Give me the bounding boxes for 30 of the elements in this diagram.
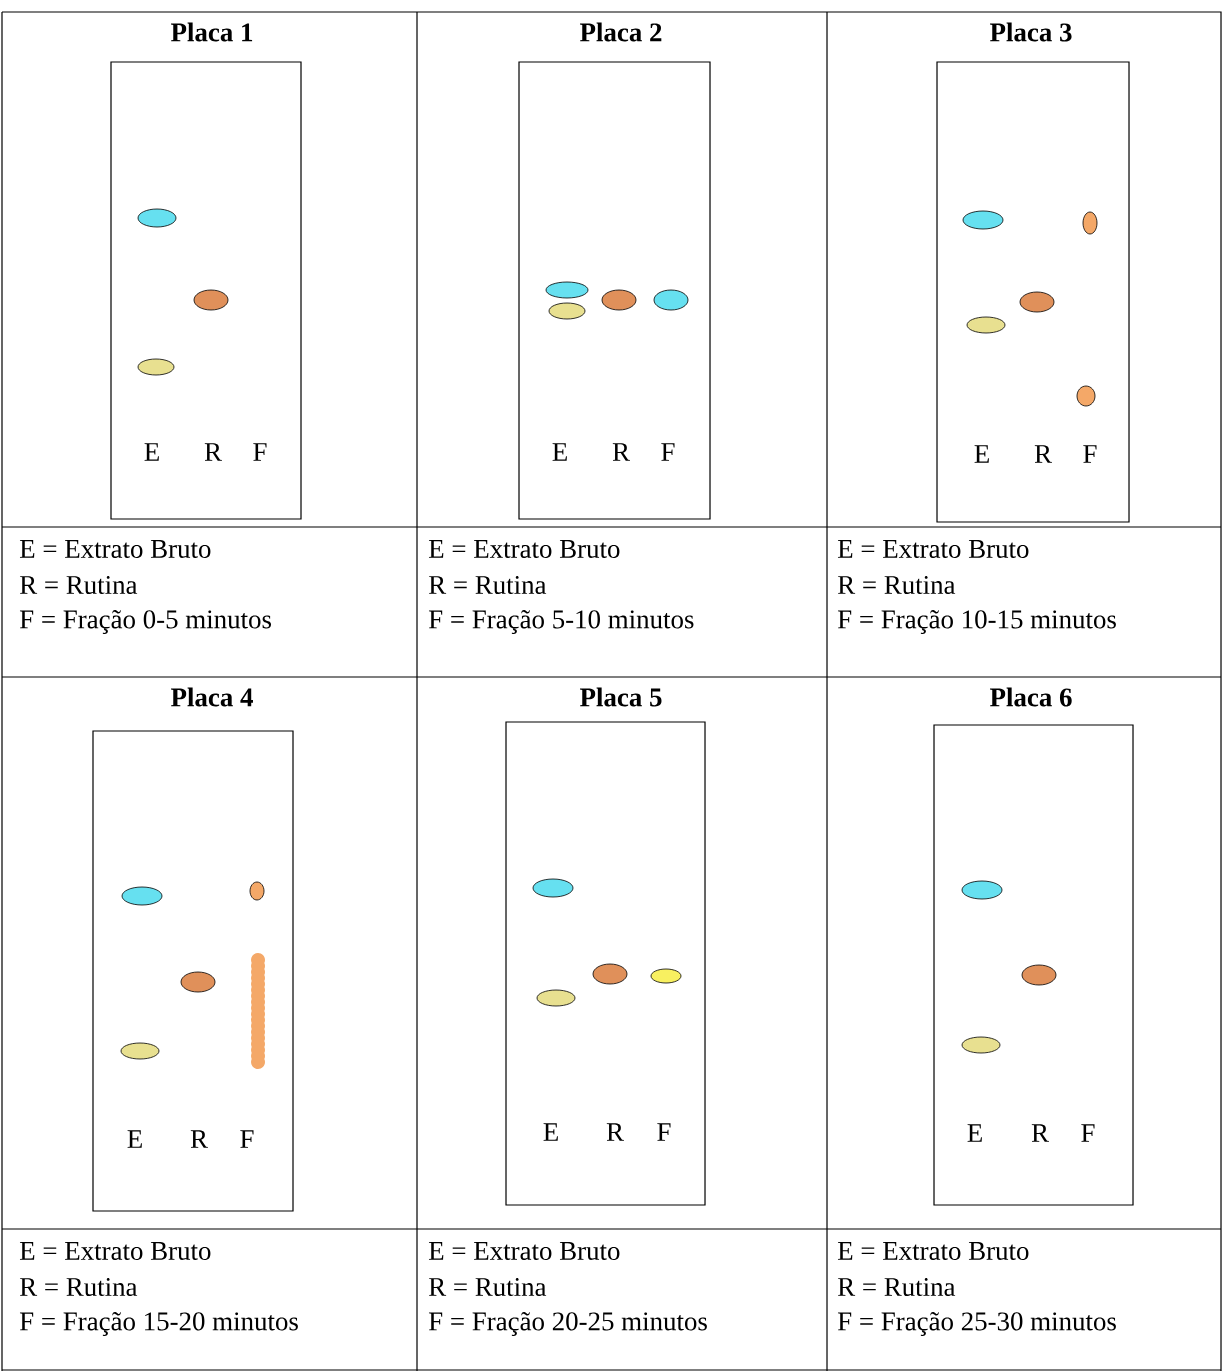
tlc-plate: Placa 2 E R F xyxy=(518,22,711,520)
node-label: Placa 5 xyxy=(580,687,662,707)
legend-line: R = Rutina xyxy=(838,1277,956,1297)
node-label: Placa 3 xyxy=(990,22,1072,42)
legend-line: E = Extrato Bruto xyxy=(429,540,620,558)
legend-line: E = Extrato Bruto xyxy=(20,1242,211,1260)
legend-line: R = Rutina xyxy=(838,575,956,595)
legend-line: F = Fração 5-10 minutos xyxy=(429,610,694,634)
legend-line: F = Fração 10-15 minutos xyxy=(838,610,1116,634)
legend-line: E = Extrato Bruto xyxy=(20,540,211,558)
legend-line: E = Extrato Bruto xyxy=(429,1242,620,1260)
node-label: Placa 4 xyxy=(171,687,253,707)
legend-line: R = Rutina xyxy=(20,575,138,595)
tlc-plate: Placa 4 E R F xyxy=(92,687,294,1212)
legend-line: F = Fração 20-25 minutos xyxy=(429,1312,707,1336)
node-label: Placa 1 xyxy=(171,22,253,42)
legend-line: E = Extrato Bruto xyxy=(838,1242,1029,1260)
tlc-plate: Placa 1 E R F xyxy=(110,22,302,520)
node-label: Placa 6 xyxy=(990,687,1072,707)
tlc-plate: Placa 3 E R F xyxy=(936,22,1130,523)
legend-line: F = Fração 0-5 minutos xyxy=(20,610,271,634)
tlc-plate: Placa 6 E R F xyxy=(933,687,1134,1206)
legend-line: R = Rutina xyxy=(20,1277,138,1297)
tlc-plate: Placa 5 E R F xyxy=(505,687,706,1206)
legend-line: R = Rutina xyxy=(429,575,547,595)
legend-line: F = Fração 25-30 minutos xyxy=(838,1312,1116,1336)
legend-line: E = Extrato Bruto xyxy=(838,540,1029,558)
node-label: Placa 2 xyxy=(580,22,662,42)
legend-line: R = Rutina xyxy=(429,1277,547,1297)
legend-line: F = Fração 15-20 minutos xyxy=(20,1312,298,1336)
